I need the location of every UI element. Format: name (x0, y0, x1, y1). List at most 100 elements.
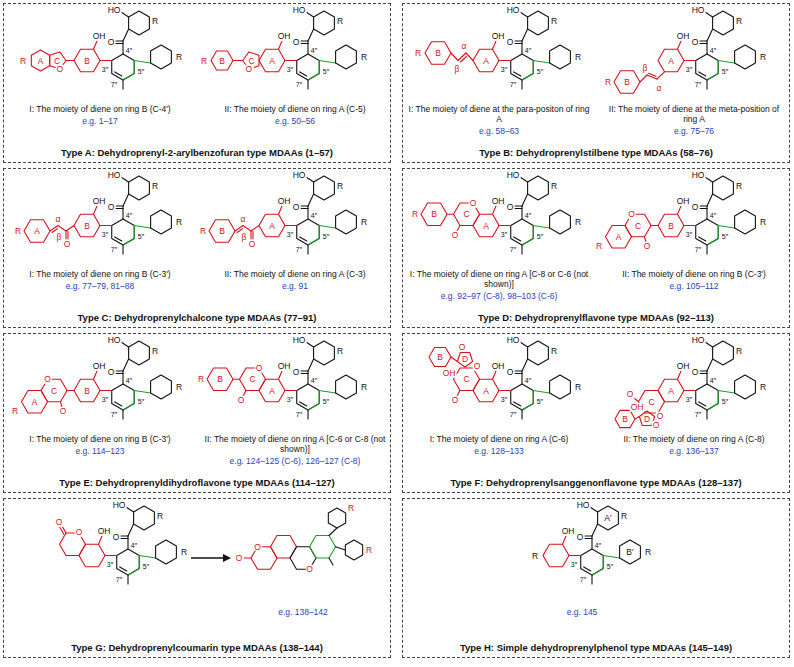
bond-line (120, 538, 128, 539)
example-range: e.g. 58–63 (406, 127, 592, 137)
atom-label: A (667, 56, 675, 65)
atom-number: 3″ (500, 396, 508, 403)
atom-number: 4″ (524, 47, 532, 54)
subtype-caption: II: The moiety of diene on ring B (C-3') (601, 270, 787, 280)
ring-shape (345, 540, 362, 560)
bond-line (300, 370, 308, 371)
atom-label: R (411, 210, 419, 219)
bond-line (592, 569, 603, 576)
example-range: e.g. 91 (202, 282, 388, 292)
ring-shape (297, 219, 320, 245)
atom-label: C (462, 375, 470, 384)
bond-line (139, 556, 140, 569)
ring-shape (528, 341, 549, 365)
atom-number: 4″ (709, 212, 717, 219)
bond-line (522, 239, 533, 246)
ring-shape (658, 214, 684, 237)
atom-number: 3″ (286, 231, 294, 238)
atom-number: 4″ (594, 542, 602, 549)
ring-shape (425, 42, 451, 65)
type-panel: Type B: Dehydroprenylstilbene type MDAAs… (402, 3, 790, 163)
bond-line (329, 558, 333, 565)
atom-label: β (56, 233, 63, 242)
atom-label: R (604, 78, 612, 87)
atom-number: 3″ (570, 561, 578, 568)
bond-line (115, 43, 123, 44)
bond-line (514, 373, 522, 374)
atom-label: R (156, 512, 164, 521)
atom-label: R (360, 383, 368, 392)
ring-shape (22, 390, 48, 413)
atom-label: C (647, 398, 655, 407)
atom-label: O (451, 231, 460, 240)
ring-shape (74, 214, 100, 237)
ring-shape (550, 45, 571, 69)
bond-line (706, 410, 707, 419)
atom-label: OH (491, 32, 506, 41)
bond-line (718, 391, 734, 394)
subtype-caption: I: The moiety of diene on ring B (C-3') (7, 270, 193, 280)
ring-shape (211, 51, 233, 70)
bond-line (705, 342, 713, 347)
atom-number: 3″ (286, 396, 294, 403)
bond-line (235, 226, 243, 232)
ring-shape (713, 11, 734, 35)
atom-label: HO (107, 171, 122, 180)
ring-shape (259, 49, 285, 72)
bond-line (319, 226, 320, 239)
subtype-caption: II: The moiety of diene at the meta-posi… (601, 105, 787, 125)
atom-label: O (292, 38, 301, 47)
bond-line (120, 567, 127, 571)
atom-label: R (735, 347, 743, 356)
atom-number: 4″ (130, 542, 138, 549)
atom-number: 4″ (125, 47, 133, 54)
atom-label: β (454, 65, 461, 74)
bond-line (684, 225, 696, 226)
subtype-caption: I: The moiety of diene on ring B (C-3') (7, 435, 193, 445)
atom-label: A (268, 56, 276, 65)
atom-number: 5″ (721, 68, 729, 75)
bond-line (718, 226, 734, 229)
bond-line (128, 524, 134, 536)
type-panel: Type A: Dehydroprenyl-2-arylbenzofuran t… (3, 3, 391, 163)
bond-line (684, 390, 696, 391)
atom-label: OH (97, 527, 112, 536)
atom-number: 5″ (137, 233, 145, 240)
atom-number: 5″ (721, 233, 729, 240)
atom-number: 4″ (709, 377, 717, 384)
bond-line (121, 342, 129, 347)
bond-line (233, 60, 243, 61)
atom-label: A (482, 221, 490, 230)
atom-label: OH (630, 403, 645, 412)
bond-line (718, 61, 719, 74)
atom-label: O (55, 518, 64, 527)
atom-label: C (50, 386, 58, 395)
bond-line (651, 225, 658, 226)
bond-line (707, 239, 718, 246)
panel-title: Type G: Dehydroprenylcoumarin type MDAAs… (6, 643, 388, 654)
bond-line (533, 391, 534, 404)
atom-number: 4″ (524, 212, 532, 219)
bond-line (707, 359, 713, 371)
atom-label: R (414, 49, 422, 58)
bond-line (115, 402, 122, 406)
atom-label: O (248, 240, 257, 249)
atom-label: A (482, 386, 490, 395)
ring-shape (528, 11, 549, 35)
atom-label: HO (107, 6, 122, 15)
bond-line (447, 214, 454, 215)
ring-shape (511, 219, 534, 245)
atom-label: HO (691, 6, 706, 15)
bond-line (115, 370, 123, 371)
ring-shape (74, 49, 100, 72)
ring-shape (598, 506, 619, 530)
bond-line (705, 177, 713, 182)
atom-label: HO (107, 336, 122, 345)
bond-line (699, 72, 706, 76)
atom-label: R (175, 383, 183, 392)
atom-label: O (691, 368, 700, 377)
atom-label: OH (277, 197, 292, 206)
atom-label: OH (561, 527, 576, 536)
atom-label: C (462, 210, 470, 219)
bond-line (514, 237, 521, 241)
